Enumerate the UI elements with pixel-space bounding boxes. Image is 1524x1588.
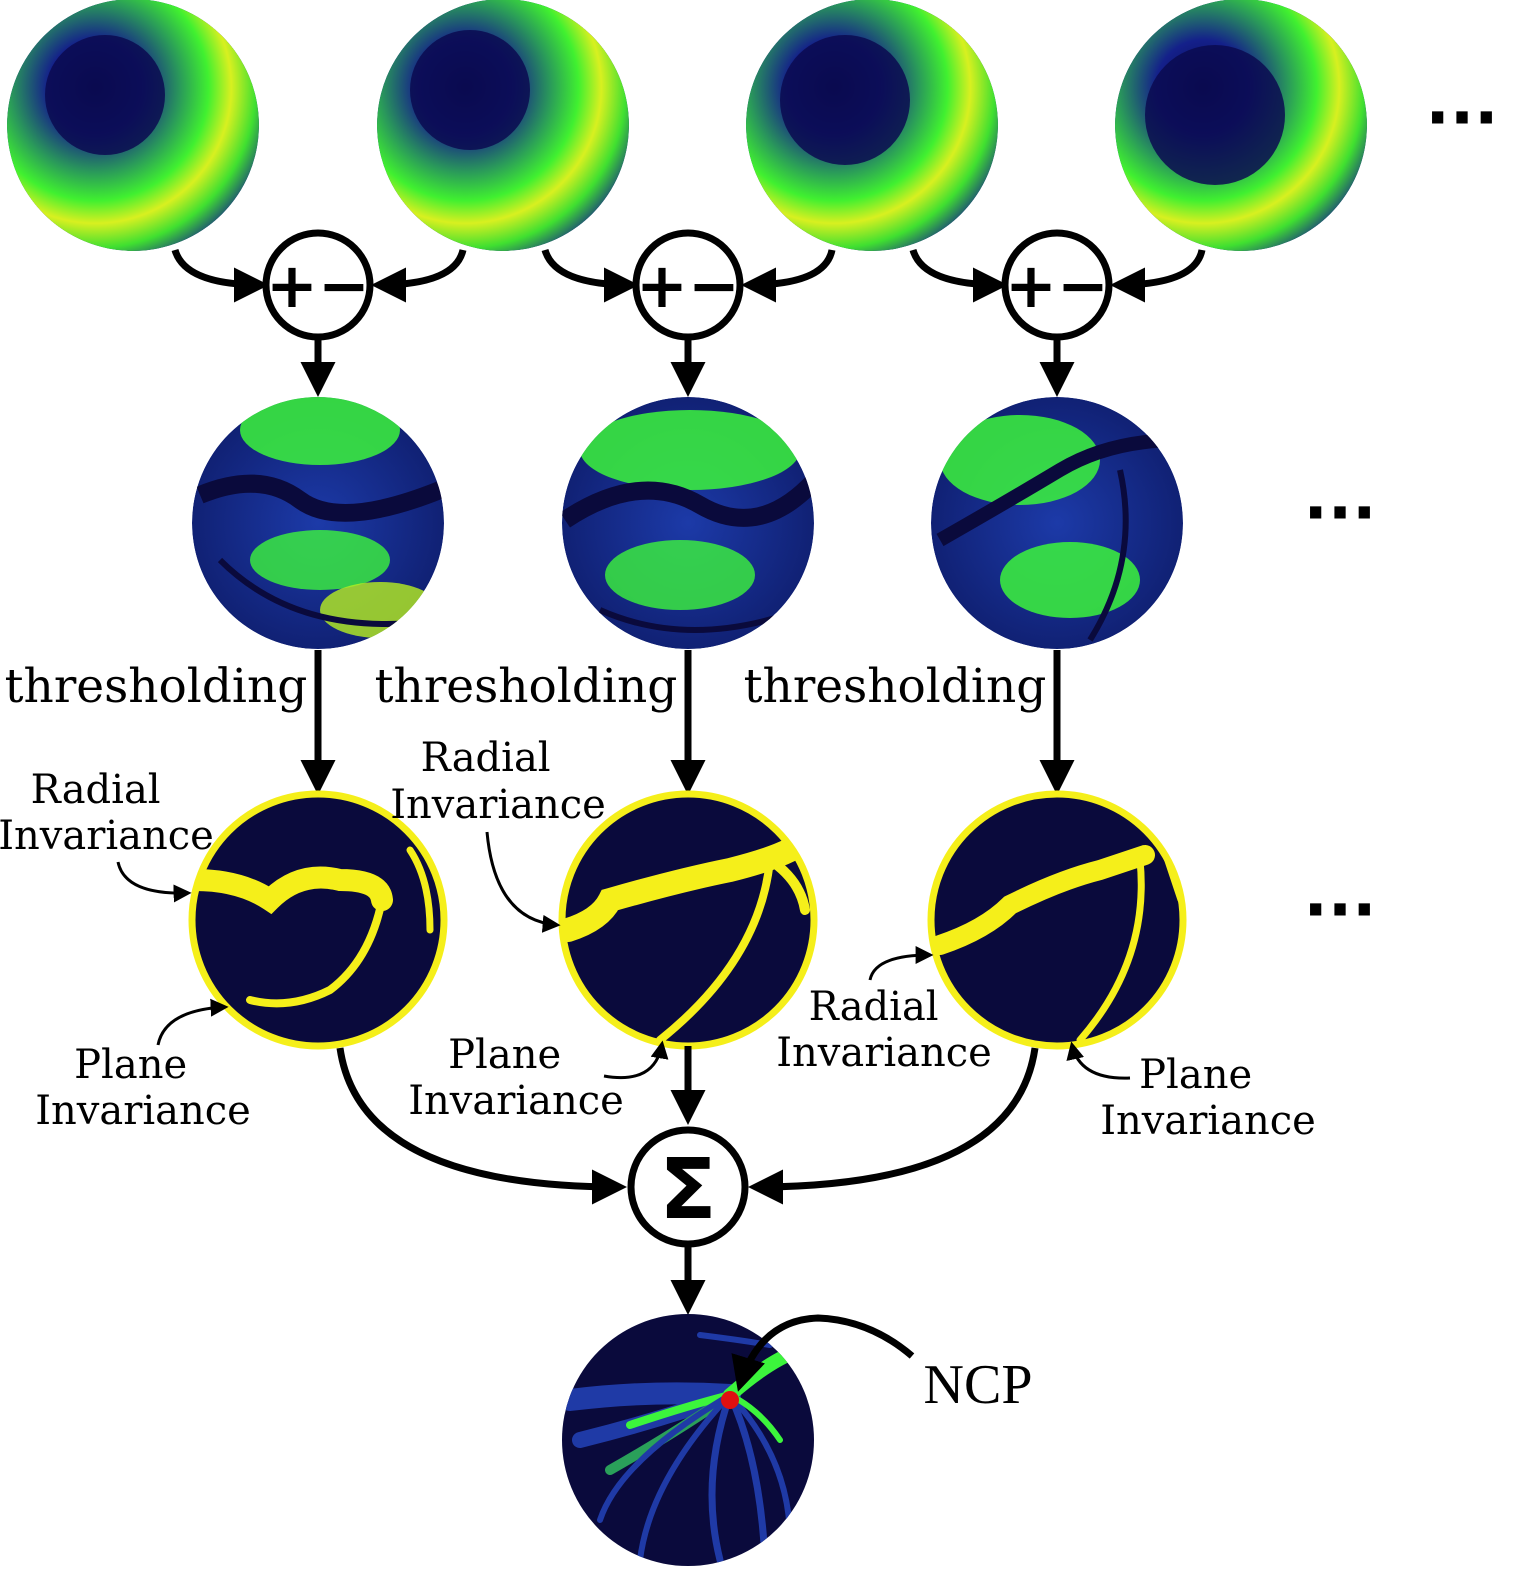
difference-sphere-3 — [931, 397, 1183, 649]
threshold-sphere-2 — [558, 790, 818, 1050]
threshold-sphere-1 — [188, 790, 448, 1050]
difference-symbol: +− — [636, 249, 740, 322]
difference-operator-2: +− — [632, 229, 744, 341]
arrows-thresholding — [300, 650, 1075, 795]
radial-invariance-label-2: Radial Invariance — [390, 735, 606, 828]
plane-invariance-label-3: Plane Invariance — [1100, 1052, 1316, 1144]
thresholding-label-2: thresholding — [375, 659, 678, 714]
result-sphere — [562, 1314, 814, 1566]
plane-invariance-label-2: Plane Invariance — [408, 1032, 624, 1124]
radial-invariance-label-3: Radial Invariance — [776, 984, 992, 1076]
difference-sphere-2 — [562, 397, 814, 649]
input-sphere-4 — [1115, 0, 1367, 251]
difference-operator-3: +− — [1001, 229, 1113, 341]
difference-symbol: +− — [1005, 249, 1109, 322]
arrows-to-difference — [171, 248, 1206, 303]
ellipsis-row-3: ··· — [1304, 874, 1377, 948]
difference-sphere-1 — [192, 397, 444, 649]
threshold-sphere-3 — [927, 790, 1187, 1050]
input-sphere-3 — [746, 0, 998, 251]
thresholding-label-1: thresholding — [5, 659, 308, 714]
plane-invariance-label-1: Plane Invariance — [35, 1042, 251, 1134]
ellipsis-row-1: ··· — [1426, 82, 1499, 156]
thresholding-label-3: thresholding — [744, 659, 1047, 714]
ncp-point — [721, 1391, 739, 1409]
difference-operator-1: +− — [262, 229, 374, 341]
arrows-to-sum — [336, 1046, 1039, 1205]
arrows-to-difference-spheres — [300, 338, 1075, 397]
difference-symbol: +− — [266, 249, 370, 322]
ncp-pointer — [731, 1314, 915, 1392]
radial-invariance-label-1: Radial Invariance — [0, 767, 214, 859]
input-sphere-1 — [7, 0, 259, 251]
sum-symbol: Σ — [659, 1140, 716, 1238]
ncp-label: NCP — [924, 1354, 1033, 1416]
annotation-pointers — [116, 831, 1131, 1080]
sum-operator: Σ — [627, 1126, 749, 1248]
input-sphere-2 — [377, 0, 629, 251]
ellipsis-row-2: ··· — [1304, 477, 1377, 551]
